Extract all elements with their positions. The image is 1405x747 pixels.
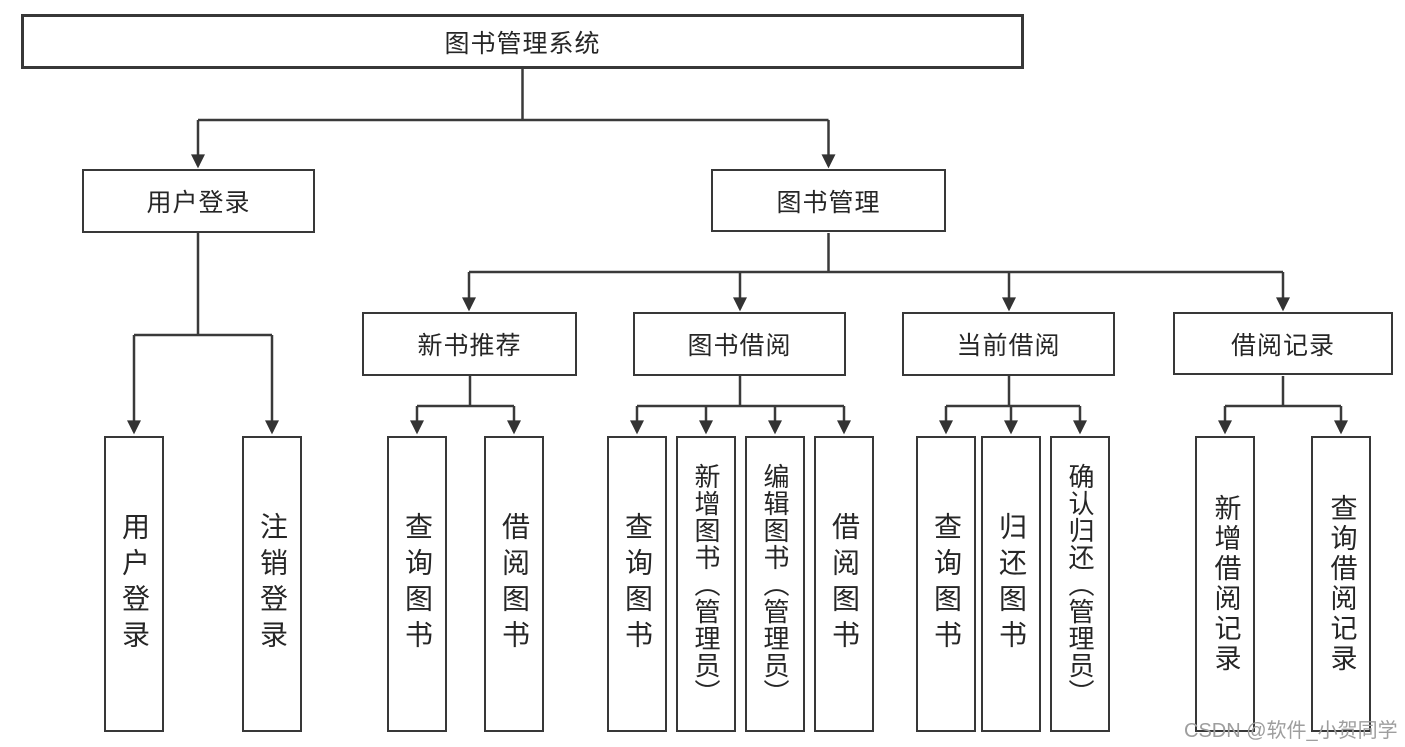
- leaf-add-borrow-record-label: 新增借阅记录: [1210, 494, 1241, 674]
- node-user-login-label: 用户登录: [146, 189, 251, 217]
- node-current-borrow-label: 当前借阅: [956, 332, 1061, 360]
- node-book-borrow: 图书借阅: [633, 312, 846, 376]
- leaf-query-books-1: 查询图书: [387, 436, 447, 732]
- leaf-query-books-2: 查询图书: [607, 436, 667, 732]
- node-book-mgmt-label: 图书管理: [776, 188, 881, 217]
- leaf-borrow-books-2: 借阅图书: [814, 436, 874, 732]
- leaf-edit-book-admin: 编辑图书（管理员）: [745, 436, 805, 732]
- leaf-query-books-1-label: 查询图书: [402, 512, 433, 656]
- leaf-confirm-return-admin: 确认归还（管理员）: [1050, 436, 1110, 732]
- node-current-borrow: 当前借阅: [902, 312, 1115, 376]
- node-root-label: 图书管理系统: [444, 29, 601, 58]
- leaf-confirm-return-admin-label: 确认归还（管理员）: [1065, 462, 1095, 706]
- leaf-add-book-admin: 新增图书（管理员）: [676, 436, 736, 732]
- leaf-user-login: 用户登录: [104, 436, 164, 732]
- node-borrow-records-label: 借阅记录: [1230, 331, 1335, 360]
- node-borrow-records: 借阅记录: [1173, 312, 1393, 375]
- leaf-user-login-label: 用户登录: [119, 512, 150, 656]
- leaf-logout: 注销登录: [242, 436, 302, 732]
- node-book-mgmt: 图书管理: [711, 169, 946, 232]
- leaf-add-book-admin-label: 新增图书（管理员）: [691, 462, 721, 706]
- leaf-query-books-3-label: 查询图书: [931, 512, 962, 656]
- leaf-query-borrow-record-label: 查询借阅记录: [1326, 494, 1357, 674]
- csdn-watermark: CSDN @软件_小贺同学: [1184, 720, 1398, 742]
- leaf-add-borrow-record: 新增借阅记录: [1195, 436, 1255, 732]
- node-new-book-rec: 新书推荐: [362, 312, 577, 376]
- leaf-return-book: 归还图书: [981, 436, 1041, 732]
- leaf-return-book-label: 归还图书: [996, 512, 1027, 656]
- leaf-query-books-2-label: 查询图书: [622, 512, 653, 656]
- leaf-borrow-books-1: 借阅图书: [484, 436, 544, 732]
- node-new-book-rec-label: 新书推荐: [417, 332, 522, 360]
- node-book-borrow-label: 图书借阅: [687, 332, 792, 360]
- leaf-edit-book-admin-label: 编辑图书（管理员）: [760, 462, 790, 706]
- node-root: 图书管理系统: [21, 14, 1024, 69]
- leaf-query-borrow-record: 查询借阅记录: [1311, 436, 1371, 732]
- leaf-borrow-books-1-label: 借阅图书: [499, 512, 530, 656]
- node-user-login: 用户登录: [82, 169, 315, 233]
- leaf-query-books-3: 查询图书: [916, 436, 976, 732]
- leaf-logout-label: 注销登录: [257, 512, 288, 656]
- leaf-borrow-books-2-label: 借阅图书: [829, 512, 860, 656]
